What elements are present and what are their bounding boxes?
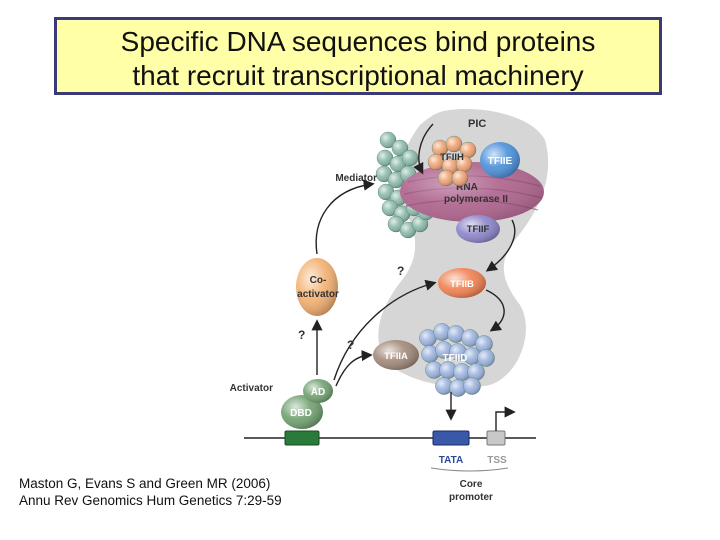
core-promoter-label-2: promoter — [449, 492, 493, 503]
ad-label: AD — [311, 387, 325, 398]
coactivator — [296, 258, 338, 316]
tfiie-complex — [480, 142, 520, 178]
question-mark-3: ? — [347, 338, 354, 352]
tfiib-label: TFIIB — [450, 279, 474, 290]
arrow-to-tfiid — [485, 289, 505, 332]
arrow-to-tfiib — [485, 219, 516, 272]
coactivator-label-1: Co- — [310, 275, 327, 286]
tata-label: TATA — [439, 455, 463, 466]
arrow-activator-to-tfiib — [333, 279, 437, 381]
rna-pol-label-1: RNA — [456, 182, 478, 193]
slide-title-line-1: Specific DNA sequences bind proteins — [120, 26, 596, 57]
tss-label: TSS — [487, 455, 507, 466]
rna-pol-label-2: polymerase II — [444, 194, 508, 205]
tfiif-label: TFIIF — [467, 224, 490, 235]
tfiie-label: TFIIE — [488, 156, 513, 167]
activator-binding-site — [284, 430, 320, 446]
tfiia-complex — [373, 340, 419, 370]
tfiia-label: TFIIA — [384, 351, 408, 362]
activator — [281, 379, 333, 429]
mediator-label: Mediator — [335, 173, 377, 184]
rna-polymerase-ii — [400, 162, 544, 222]
question-mark-1: ? — [397, 264, 404, 278]
tfiib-complex — [438, 268, 486, 298]
tss-box — [486, 430, 506, 446]
arrow-activator-to-tfiia — [335, 349, 373, 387]
tfiih-complex — [427, 135, 477, 187]
activator-label: Activator — [230, 383, 273, 394]
arrow-coactivator-to-mediator — [315, 179, 375, 255]
citation-line-2: Annu Rev Genomics Hum Genetics 7:29-59 — [19, 493, 282, 508]
question-mark-2: ? — [298, 328, 305, 342]
tfiih-label: TFIIH — [440, 152, 464, 163]
arrow-pic-top — [413, 123, 434, 175]
tfiid-label: TFIID — [443, 353, 468, 364]
slide-title-box: Specific DNA sequences bind proteins tha… — [54, 17, 662, 95]
dbd-label: DBD — [290, 408, 312, 419]
slide-title-line-2: that recruit transcriptional machinery — [132, 60, 584, 91]
coactivator-label-2: activator — [297, 289, 339, 300]
core-promoter-label-1: Core — [460, 479, 483, 490]
tfiid-complex — [419, 323, 495, 397]
transcription-start-arrow — [495, 406, 516, 431]
citation-line-1: Maston G, Evans S and Green MR (2006) — [19, 476, 271, 491]
tata-box — [432, 430, 470, 446]
core-promoter-bracket — [430, 467, 509, 472]
pic-label: PIC — [468, 118, 486, 130]
tfiif-complex — [456, 215, 500, 243]
